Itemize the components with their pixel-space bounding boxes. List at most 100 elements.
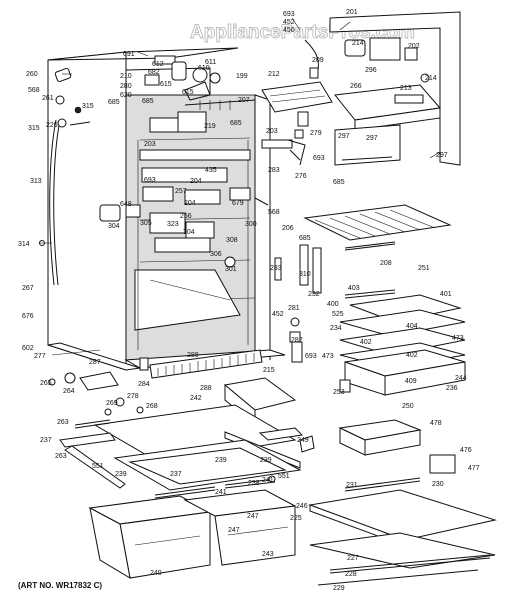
part-label: 204 — [190, 178, 202, 185]
part-label: 525 — [332, 311, 344, 318]
part-label: 473 — [452, 335, 464, 342]
part-label: 237 — [40, 437, 52, 444]
part-label: 207 — [238, 97, 250, 104]
part-label: 232 — [308, 291, 320, 298]
part-label: 612 — [152, 61, 164, 68]
part-label: 297 — [338, 133, 350, 140]
part-label: 310 — [299, 271, 311, 278]
part-label: 206 — [282, 225, 294, 232]
part-label: 452 — [283, 19, 295, 26]
part-label: 277 — [34, 353, 46, 360]
part-label: 257 — [175, 188, 187, 195]
part-label: 269 — [106, 400, 118, 407]
part-label: 281 — [288, 305, 300, 312]
part-label: 404 — [406, 323, 418, 330]
part-label: 679 — [232, 200, 244, 207]
part-label: 308 — [226, 237, 238, 244]
part-label: 403 — [348, 285, 360, 292]
part-label: 602 — [22, 345, 34, 352]
part-label: 203 — [144, 141, 156, 148]
part-label: 260 — [26, 71, 38, 78]
part-label: 691 — [123, 51, 135, 58]
part-label: 214 — [352, 40, 364, 47]
part-label: 268 — [146, 403, 158, 410]
part-label: 301 — [225, 266, 237, 273]
part-label: 247 — [247, 513, 259, 520]
part-label: 304 — [108, 223, 120, 230]
part-label: 620 — [120, 92, 132, 99]
part-label: 278 — [127, 393, 139, 400]
part-label: 685 — [108, 99, 120, 106]
part-label: 201 — [346, 9, 358, 16]
part-label: 693 — [305, 353, 317, 360]
part-label: 241 — [262, 477, 274, 484]
part-label: 693 — [313, 155, 325, 162]
part-label: 229 — [333, 585, 345, 592]
part-label: 477 — [468, 465, 480, 472]
part-label: 263 — [55, 453, 67, 460]
part-label: 242 — [190, 395, 202, 402]
part-label: 266 — [350, 83, 362, 90]
part-label: 199 — [236, 73, 248, 80]
part-label: 256 — [180, 213, 192, 220]
part-label: 402 — [406, 352, 418, 359]
part-label: 263 — [57, 419, 69, 426]
part-label: 450 — [283, 27, 295, 34]
part-label: 676 — [22, 313, 34, 320]
part-label: 253 — [333, 389, 345, 396]
part-label: 231 — [346, 482, 358, 489]
part-label: 236 — [446, 385, 458, 392]
part-label: 247 — [228, 527, 240, 534]
part-label: 239 — [215, 457, 227, 464]
art-number: (ART NO. WR17832 C) — [18, 581, 102, 590]
part-label: 225 — [290, 515, 302, 522]
part-label: 685 — [142, 98, 154, 105]
part-label: 249 — [297, 437, 309, 444]
part-label: 244 — [455, 375, 467, 382]
part-label: 297 — [366, 135, 378, 142]
part-label: 233 — [270, 265, 282, 272]
part-label: 685 — [299, 235, 311, 242]
part-label: 685 — [230, 120, 242, 127]
part-label: 239 — [260, 457, 272, 464]
top-components — [99, 55, 301, 268]
leader-lines — [40, 17, 441, 244]
part-label: 240 — [150, 570, 162, 577]
part-labels: 691 693 452 450 201 202 214 296 214 209 … — [18, 9, 480, 592]
part-label: 202 — [408, 43, 420, 50]
part-label: 682 — [148, 69, 160, 76]
part-label: 568 — [28, 87, 40, 94]
part-label: 279 — [310, 130, 322, 137]
part-label: 306 — [210, 251, 222, 258]
part-label: 473 — [322, 353, 334, 360]
part-label: 402 — [360, 339, 372, 346]
part-label: 276 — [295, 173, 307, 180]
part-label: 234 — [330, 325, 342, 332]
part-label: 227 — [347, 555, 359, 562]
part-label: 228 — [345, 571, 357, 578]
part-label: 315 — [28, 125, 40, 132]
part-label: 304 — [183, 229, 195, 236]
part-label: 250 — [402, 403, 414, 410]
part-label: 213 — [400, 85, 412, 92]
part-label: 208 — [380, 260, 392, 267]
part-label: 297 — [436, 152, 448, 159]
part-label: 693 — [144, 177, 156, 184]
part-label: 287 — [89, 359, 101, 366]
part-label: 478 — [430, 420, 442, 427]
part-label: 204 — [184, 200, 196, 207]
part-label: 648 — [120, 201, 132, 208]
part-label: 214 — [425, 75, 437, 82]
part-label: 313 — [30, 178, 42, 185]
part-label: 210 — [120, 73, 132, 80]
part-label: 239 — [115, 471, 127, 478]
part-label: 685 — [333, 179, 345, 186]
part-label: 241 — [215, 489, 227, 496]
part-label: 615 — [160, 81, 172, 88]
part-label: 610 — [198, 65, 210, 72]
part-label: 215 — [263, 367, 275, 374]
part-label: 476 — [460, 447, 472, 454]
part-label: 238 — [248, 480, 260, 487]
part-label: 435 — [205, 167, 217, 174]
